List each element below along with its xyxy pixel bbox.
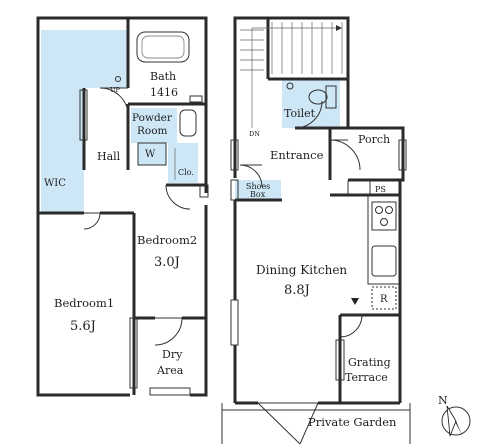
right-top-wall — [233, 16, 350, 178]
label-grating-terrace: Terrace — [345, 371, 388, 384]
label-powder: Powder — [132, 112, 173, 124]
label-entrance: Entrance — [270, 148, 324, 162]
bath-fixtures — [115, 31, 197, 180]
left-doors — [83, 87, 191, 346]
garden-fence — [221, 403, 411, 444]
label-porch: Porch — [358, 133, 390, 146]
washer-box — [137, 142, 167, 166]
marker-ps: PS — [375, 185, 386, 194]
window-entrance — [230, 139, 239, 171]
burner-icon — [385, 206, 393, 214]
north-arrow-icon-half — [446, 405, 457, 437]
refrigerator-space — [371, 286, 397, 310]
label-shoes: Shoes — [246, 182, 270, 191]
door-garden-swing — [257, 402, 301, 444]
window-dry — [149, 387, 191, 396]
label-dining-kitchen: Dining Kitchen — [256, 263, 347, 277]
toilet-area — [282, 79, 340, 128]
door-entrance — [329, 139, 361, 171]
label-wic: WIC — [44, 178, 66, 189]
window-bedroom1 — [129, 317, 138, 389]
burner-icon — [375, 206, 383, 214]
label-bedroom1-size: 5.6J — [70, 319, 96, 334]
north-arrow — [441, 405, 471, 437]
door-terrace — [339, 314, 363, 338]
closet-area — [168, 143, 198, 183]
ps-vent — [199, 184, 209, 198]
kitchen-counter — [367, 195, 401, 285]
door-bath — [99, 87, 129, 113]
ps-box — [347, 180, 371, 195]
powder-room-area — [131, 108, 177, 143]
label-closet: Clo. — [178, 168, 194, 177]
bathtub-inner — [141, 35, 185, 59]
window-hall — [79, 89, 88, 141]
kitchen-sink — [371, 245, 397, 277]
compass-circle-icon — [441, 406, 471, 436]
toilet-tank — [325, 85, 337, 109]
toilet-sink — [286, 82, 294, 90]
door-hall-wic — [83, 212, 101, 230]
label-powder-room: Room — [137, 125, 168, 137]
label-dining-size: 8.8J — [284, 283, 310, 298]
wic-area — [41, 30, 128, 213]
right-windows — [230, 139, 407, 381]
door-dining — [239, 164, 263, 188]
window-bath-side — [189, 95, 203, 103]
label-hall: Hall — [97, 150, 121, 163]
marker-north: N — [438, 394, 448, 407]
storage-fills — [41, 30, 340, 213]
kitchen-fixtures — [351, 195, 401, 310]
label-washer: W — [145, 149, 156, 160]
door-dry — [154, 317, 183, 346]
down-triangle-icon — [351, 298, 359, 305]
window-porch — [398, 139, 407, 171]
toilet-bowl — [308, 89, 328, 105]
door-toilet — [294, 100, 323, 129]
label-grating: Grating — [348, 356, 391, 369]
burner-icon — [380, 218, 388, 226]
basin — [179, 109, 197, 137]
window-dining-left-2 — [230, 299, 239, 346]
stove — [371, 201, 397, 231]
label-toilet: Toilet — [284, 107, 316, 120]
label-bath-size: 1416 — [150, 86, 178, 99]
label-shoes-box: Box — [250, 190, 266, 199]
washer-area — [138, 143, 166, 165]
label-bath: Bath — [150, 70, 176, 83]
label-bedroom1: Bedroom1 — [54, 296, 114, 310]
window-terrace — [335, 339, 345, 381]
label-dry: Dry — [162, 348, 183, 361]
label-refrigerator: R — [380, 294, 388, 305]
label-bedroom2-size: 3.0J — [154, 255, 180, 270]
left-lower-wall — [190, 205, 208, 397]
label-private-garden: Private Garden — [308, 415, 397, 429]
window-dining-left-1 — [230, 179, 239, 201]
marker-up: UP — [110, 86, 120, 94]
bathtub — [136, 31, 190, 63]
label-dry-area: Area — [156, 364, 184, 377]
staircase — [240, 22, 343, 128]
labels: WIC Bath 1416 Powder Room Hall W Clo. Be… — [44, 70, 448, 429]
left-windows — [79, 89, 209, 396]
left-outer-wall — [36, 16, 208, 397]
bath-drain — [115, 76, 121, 82]
toilet-fixtures — [286, 82, 337, 129]
shoes-box-area — [235, 180, 281, 199]
right-block-walls — [233, 16, 405, 405]
marker-dn: DN — [249, 130, 260, 138]
door-bedroom2 — [165, 184, 191, 210]
label-bedroom2: Bedroom2 — [137, 233, 197, 247]
stair-arrow-icon — [336, 25, 342, 31]
